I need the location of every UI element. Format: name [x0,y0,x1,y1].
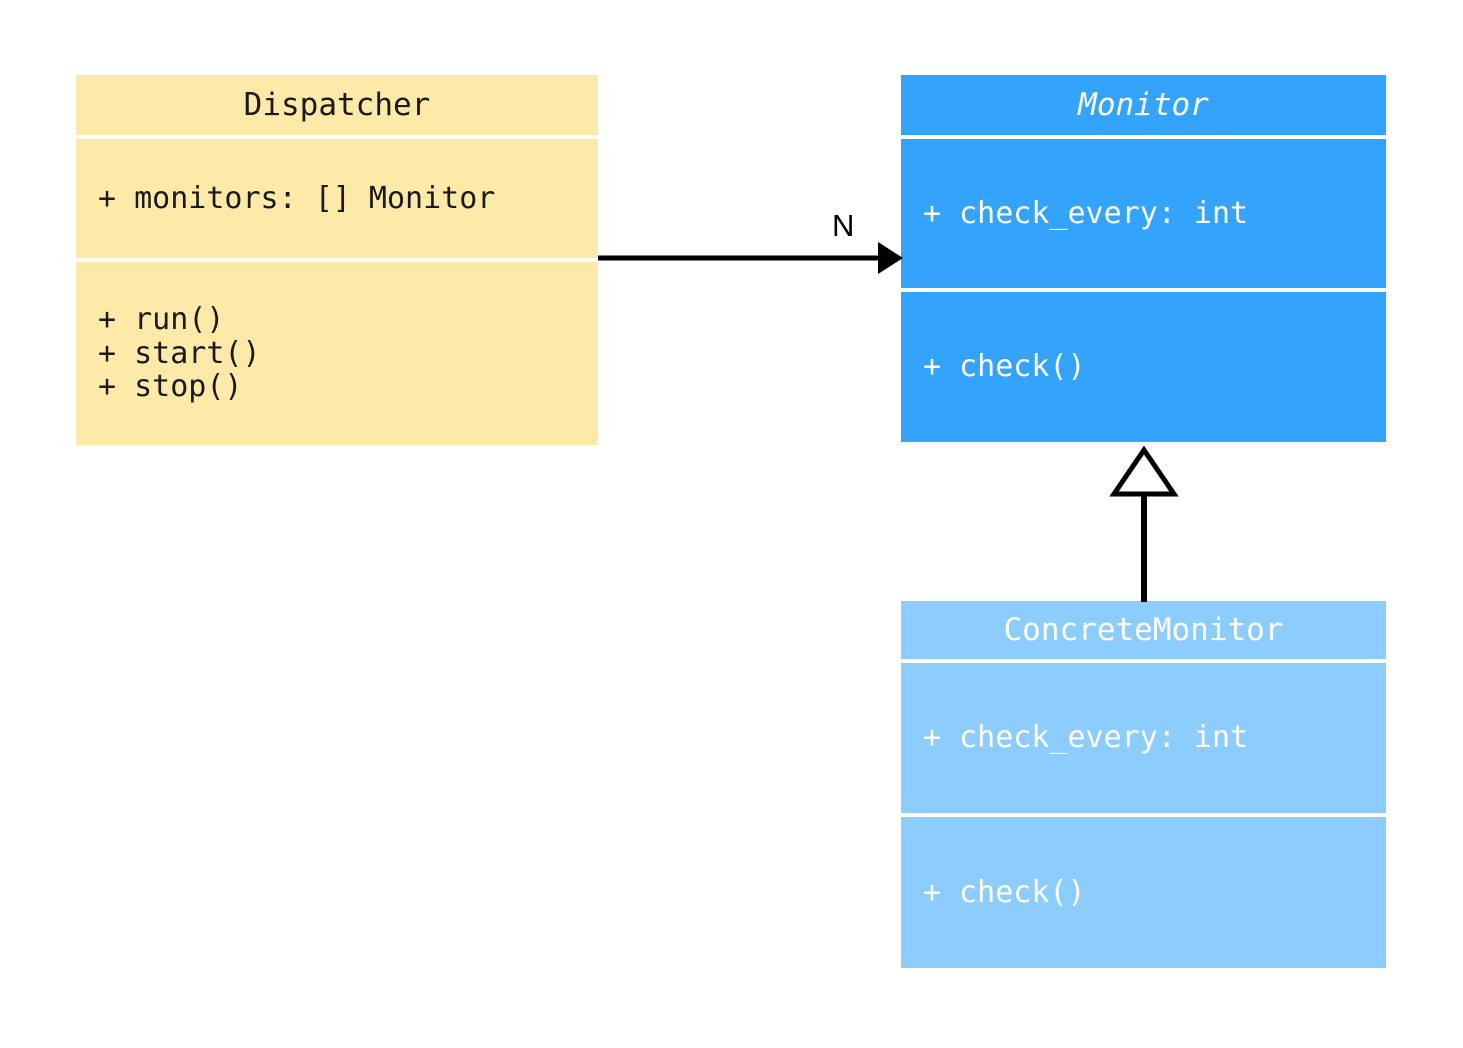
association-multiplicity-label: N [832,208,855,243]
concretemonitor-class-name-compartment: ConcreteMonitor [901,601,1386,659]
association-arrowhead [878,242,903,274]
dispatcher-attributes: + monitors: [] Monitor [98,180,496,216]
monitor-class-name: Monitor [1078,86,1209,123]
dispatcher-methods: + run() + start() + stop() [98,302,261,405]
monitor-attributes-compartment: + check_every: int [901,139,1386,288]
dispatcher-methods-compartment: + run() + start() + stop() [76,262,598,445]
monitor-methods-compartment: + check() [901,292,1386,442]
monitor-methods: + check() [923,349,1086,385]
monitor-attributes: + check_every: int [923,195,1249,231]
concretemonitor-attributes: + check_every: int [923,720,1249,756]
uml-class-dispatcher[interactable]: Dispatcher + monitors: [] Monitor + run(… [76,75,598,445]
generalization-hollow-triangle [1109,445,1179,497]
dispatcher-class-name: Dispatcher [243,86,431,123]
concretemonitor-methods: + check() [923,874,1086,910]
concretemonitor-attributes-compartment: + check_every: int [901,663,1386,813]
generalization-concretemonitor-to-monitor [1109,445,1179,602]
uml-class-concretemonitor[interactable]: ConcreteMonitor + check_every: int + che… [901,601,1386,968]
concretemonitor-class-name: ConcreteMonitor [1003,611,1284,648]
concretemonitor-methods-compartment: + check() [901,817,1386,968]
association-dispatcher-to-monitor [598,242,903,274]
dispatcher-attributes-compartment: + monitors: [] Monitor [76,139,598,258]
dispatcher-class-name-compartment: Dispatcher [76,75,598,135]
monitor-class-name-compartment: Monitor [901,75,1386,135]
uml-class-monitor[interactable]: Monitor + check_every: int + check() [901,75,1386,442]
